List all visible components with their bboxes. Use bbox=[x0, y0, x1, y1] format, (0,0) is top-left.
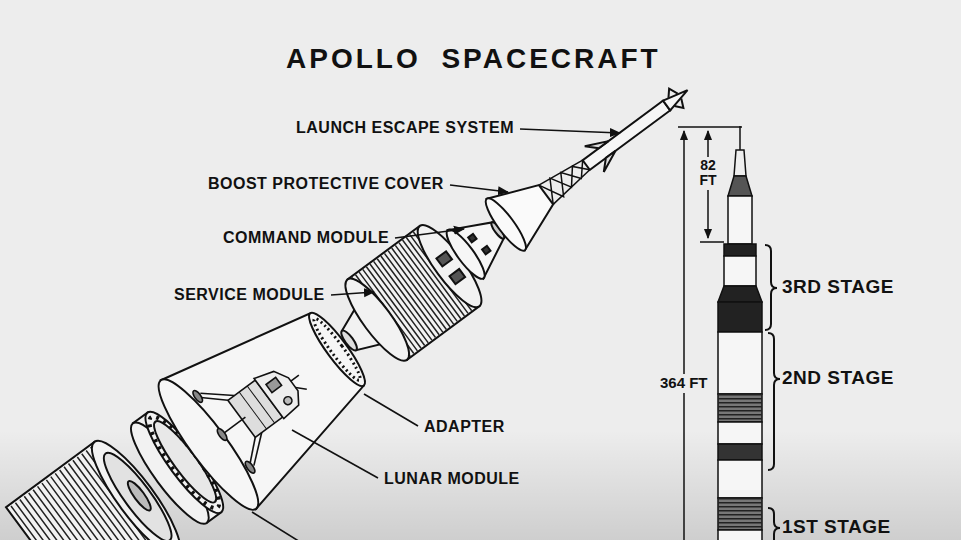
service-module-part bbox=[380, 269, 446, 318]
lunar-module-part bbox=[223, 417, 246, 434]
escape-rocket-part bbox=[583, 101, 671, 170]
leader-lines-part bbox=[364, 394, 418, 426]
saturn-v-rocket-part bbox=[718, 332, 762, 394]
lunar-module-part bbox=[282, 395, 293, 406]
saturn-v-rocket-part bbox=[718, 498, 762, 530]
part-label: LAUNCH ESCAPE SYSTEM bbox=[296, 119, 514, 137]
third-stage-top-part bbox=[125, 478, 154, 513]
leader-lines-part bbox=[331, 292, 374, 295]
command-module-part bbox=[468, 234, 476, 242]
service-module-part bbox=[436, 251, 452, 266]
lunar-module-part bbox=[241, 433, 275, 466]
lunar-module-part bbox=[291, 375, 299, 381]
saturn-v-rocket bbox=[718, 126, 762, 540]
lunar-module-part bbox=[266, 377, 282, 392]
boost-protective-cover bbox=[480, 169, 565, 255]
stage-label: 3RD STAGE bbox=[782, 277, 894, 298]
leader-lines-part bbox=[252, 512, 305, 540]
diagram-title: APOLLO SPACECRAFT bbox=[286, 44, 661, 75]
saturn-v-rocket-part bbox=[718, 286, 762, 302]
saturn-v-rocket-part bbox=[724, 256, 756, 286]
saturn-v-rocket-part bbox=[718, 302, 762, 332]
lunar-module-part bbox=[238, 437, 268, 466]
exploded-spacecraft bbox=[0, 26, 735, 540]
dimension-label: 364 FT bbox=[658, 374, 710, 393]
part-label: LUNAR MODULE bbox=[384, 470, 520, 488]
part-label: SERVICE MODULE bbox=[174, 286, 325, 304]
lunar-module-part bbox=[254, 362, 306, 419]
lunar-module-part bbox=[296, 383, 307, 394]
stage-brackets-part bbox=[768, 333, 780, 470]
saturn-v-rocket-part bbox=[718, 460, 762, 498]
saturn-v-rocket-part bbox=[718, 530, 762, 540]
command-module-part bbox=[482, 246, 490, 254]
part-label: BOOST PROTECTIVE COVER bbox=[208, 175, 444, 193]
stage-brackets bbox=[765, 245, 780, 540]
saturn-v-rocket-part bbox=[718, 394, 762, 422]
dimension-lines-part bbox=[678, 126, 742, 128]
leader-lines-part bbox=[450, 185, 508, 192]
leader-lines-part bbox=[395, 229, 464, 238]
lunar-module-part bbox=[239, 392, 266, 429]
adapter-shell bbox=[146, 279, 392, 519]
lunar-module bbox=[189, 335, 330, 476]
part-label: COMMAND MODULE bbox=[223, 229, 389, 247]
part-label: ADAPTER bbox=[424, 418, 505, 436]
saturn-v-rocket-part bbox=[728, 176, 752, 196]
engine-nozzle-part bbox=[339, 328, 360, 352]
saturn-v-rocket-part bbox=[734, 150, 746, 176]
saturn-v-rocket-part bbox=[718, 394, 762, 422]
dimension-lines bbox=[678, 127, 742, 540]
dimension-lines-part bbox=[700, 241, 724, 243]
leader-lines-part bbox=[520, 129, 620, 133]
saturn-v-rocket-part bbox=[718, 444, 762, 460]
saturn-v-rocket-part bbox=[718, 498, 762, 530]
lunar-module-part bbox=[247, 386, 274, 423]
saturn-v-rocket-part bbox=[728, 196, 752, 244]
stage-brackets-part bbox=[768, 508, 780, 540]
dimension-label: 82 FT bbox=[693, 157, 723, 190]
lunar-module-part bbox=[200, 378, 234, 411]
stage-brackets-part bbox=[765, 245, 777, 330]
saturn-v-rocket-part bbox=[724, 244, 756, 256]
stage-label: 1ST STAGE bbox=[782, 517, 891, 538]
lunar-module-part bbox=[191, 389, 204, 404]
stage-label: 2ND STAGE bbox=[782, 368, 894, 389]
dimension-lines-part bbox=[683, 131, 685, 540]
escape-rocket-part bbox=[585, 133, 622, 172]
boost-protective-cover-part bbox=[480, 194, 531, 255]
lunar-module-part bbox=[244, 460, 257, 475]
escape-rocket-part bbox=[664, 86, 686, 111]
saturn-v-rocket-part bbox=[739, 126, 741, 150]
service-module-part bbox=[450, 269, 466, 284]
saturn-v-rocket-part bbox=[718, 422, 762, 444]
command-module-part bbox=[441, 225, 490, 283]
lunar-module-part bbox=[216, 427, 229, 442]
leader-lines-part bbox=[292, 430, 378, 478]
service-module-part bbox=[336, 271, 418, 368]
